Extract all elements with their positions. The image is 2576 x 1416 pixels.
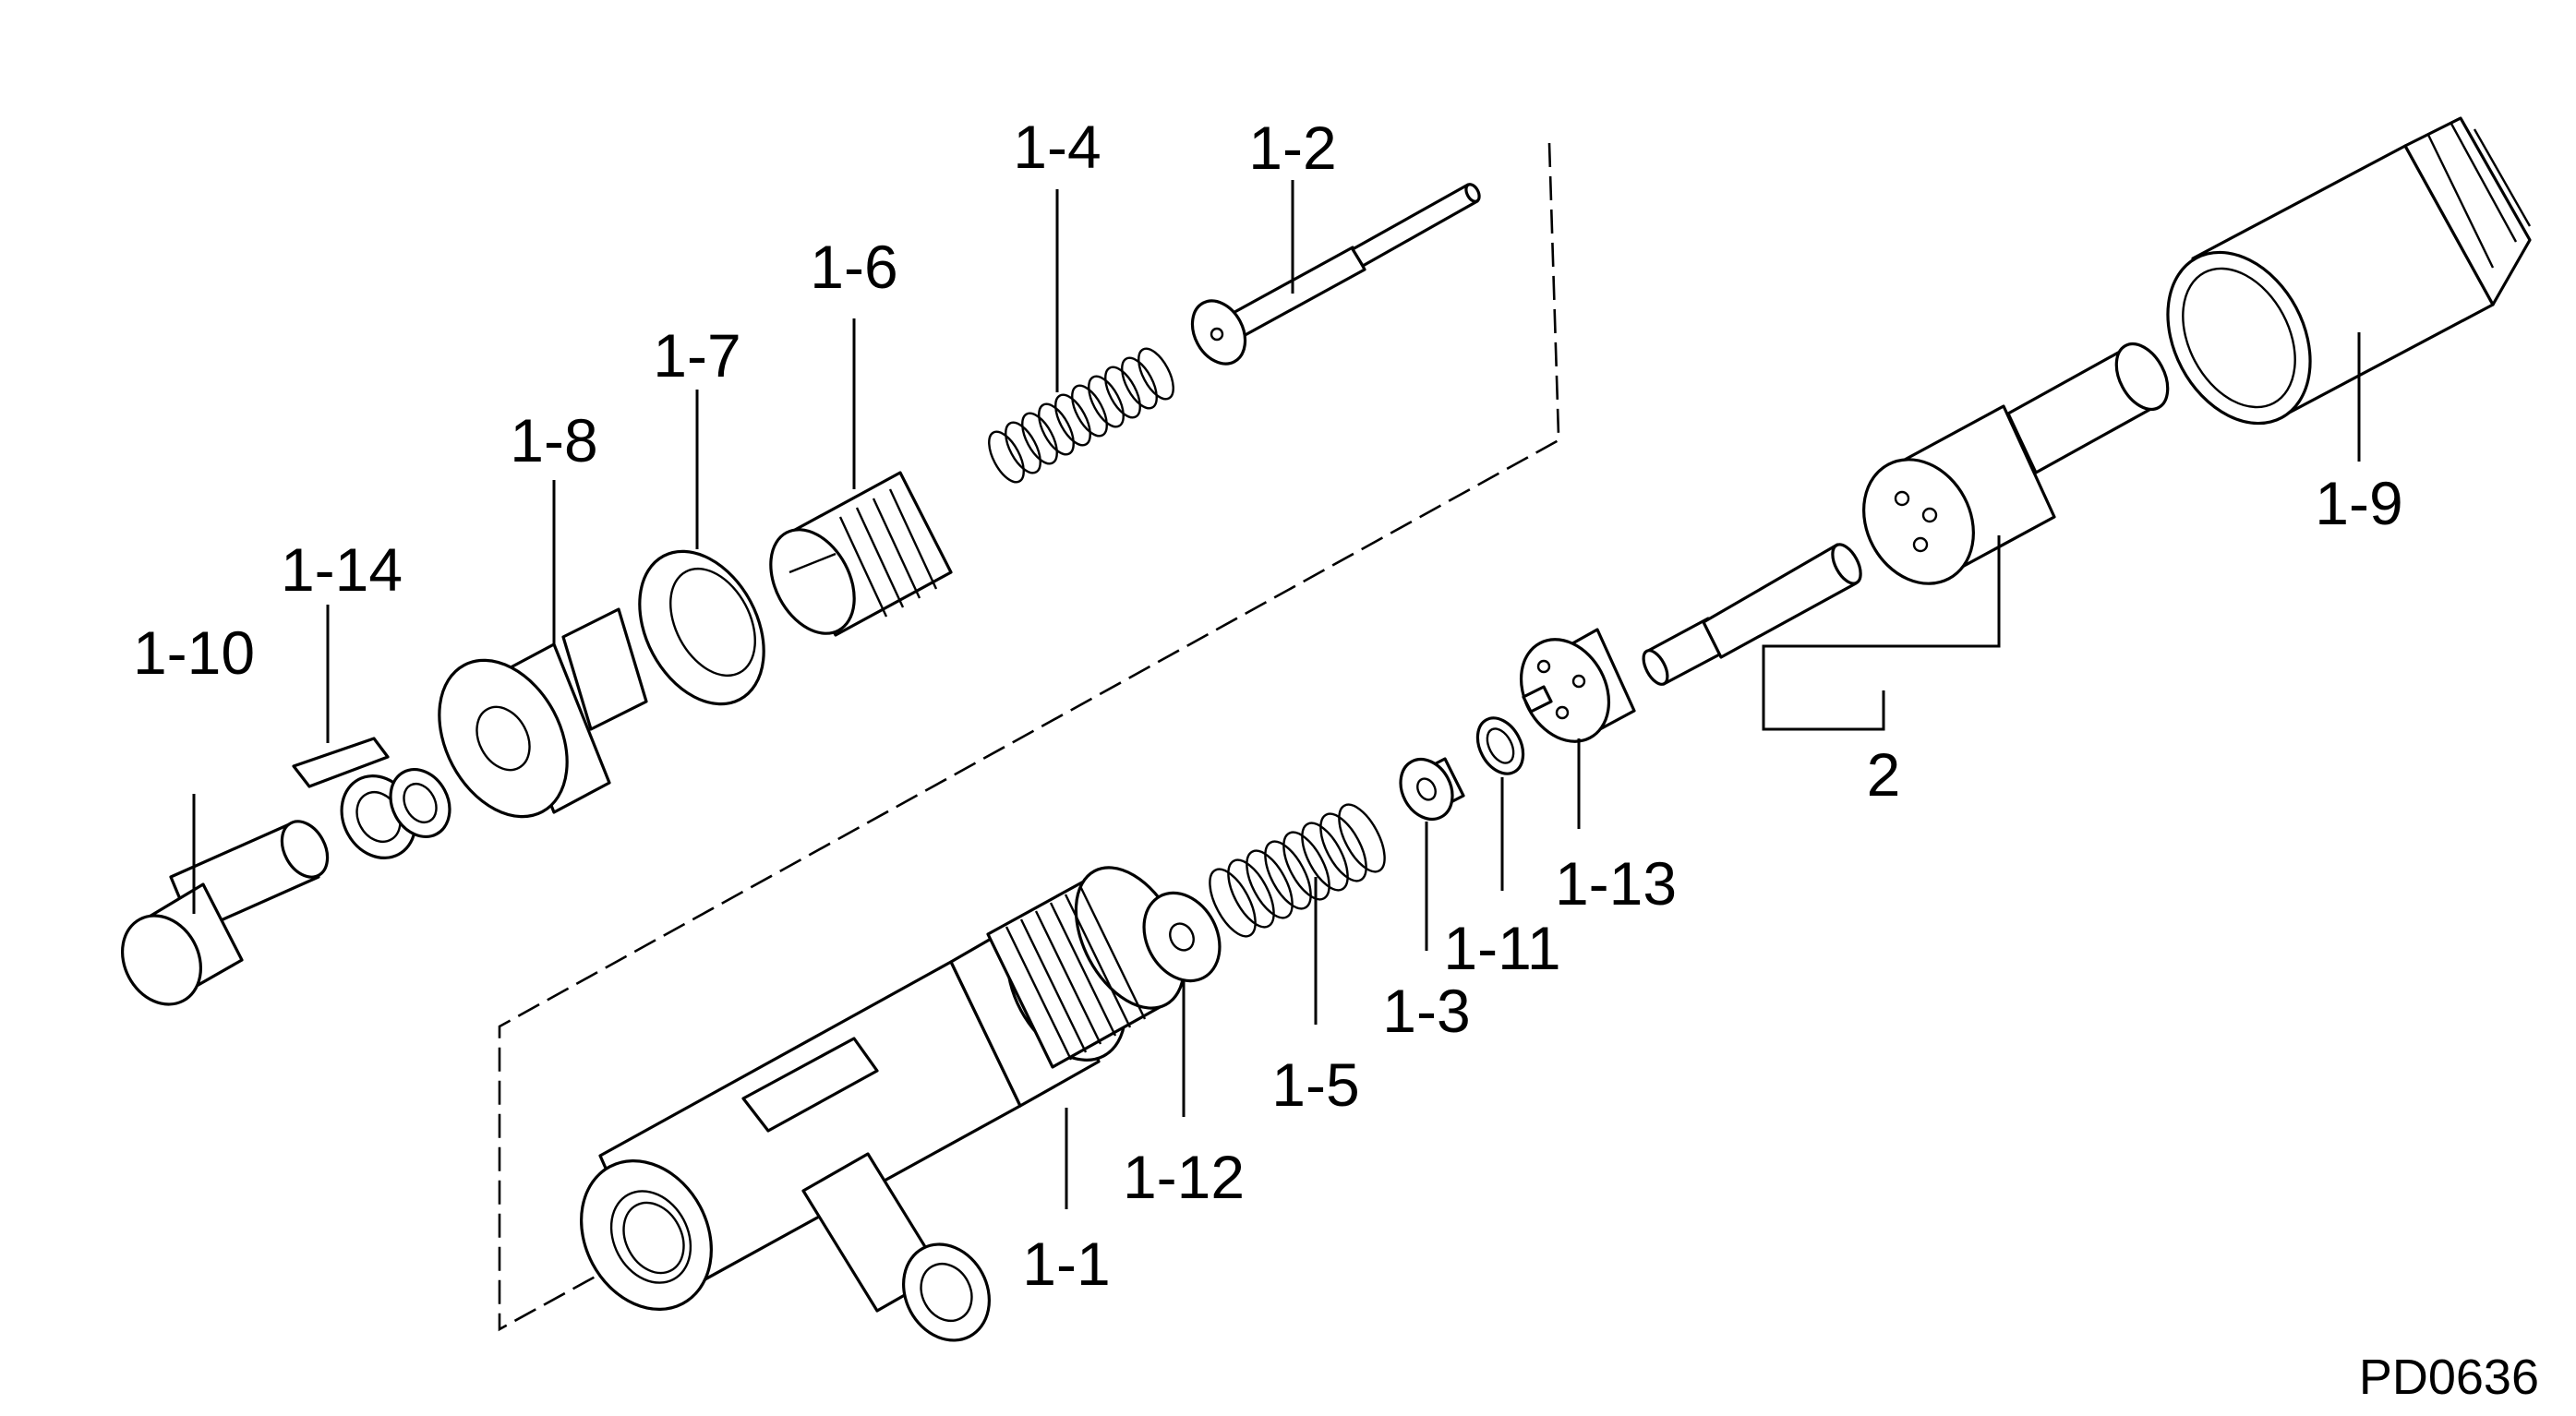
label-1-11: 1-11 bbox=[1443, 914, 1560, 982]
label-1-9: 1-9 bbox=[2315, 469, 2402, 537]
part-1-14-gasket bbox=[292, 737, 451, 859]
part-1-13-distance-piece bbox=[1519, 628, 1636, 743]
label-1-12: 1-12 bbox=[1123, 1143, 1245, 1211]
label-1-4: 1-4 bbox=[1013, 113, 1101, 181]
assembly-boundary bbox=[498, 142, 1560, 1332]
label-1-1: 1-1 bbox=[1022, 1230, 1110, 1298]
drawing-code: PD0636 bbox=[2359, 1350, 2539, 1405]
label-1-3: 1-3 bbox=[1382, 977, 1470, 1045]
label-2: 2 bbox=[1867, 740, 1901, 809]
label-1-14: 1-14 bbox=[281, 535, 403, 604]
part-1-2-push-rod bbox=[1190, 183, 1481, 366]
label-1-5: 1-5 bbox=[1271, 1050, 1359, 1119]
part-1-3-spring-seat bbox=[1399, 757, 1465, 822]
callout-labels: 1-1 1-2 1-3 1-4 1-5 1-6 1-7 1-8 1-9 1-10… bbox=[133, 113, 2403, 1298]
part-1-9-retaining-nut bbox=[2166, 116, 2532, 426]
label-1-8: 1-8 bbox=[510, 406, 597, 474]
label-1-6: 1-6 bbox=[810, 233, 897, 301]
label-1-10: 1-10 bbox=[133, 618, 255, 687]
label-1-2: 1-2 bbox=[1248, 114, 1336, 182]
part-1-11-o-ring bbox=[1475, 716, 1525, 775]
label-1-7: 1-7 bbox=[653, 321, 740, 390]
part-1-8-cap-nut bbox=[438, 607, 648, 819]
part-1-7-washer bbox=[638, 549, 765, 706]
part-1-4-spring bbox=[988, 347, 1174, 484]
part-1-5-spring bbox=[1209, 803, 1386, 938]
part-1-1-injector-body bbox=[580, 866, 1186, 1342]
leader-lines bbox=[192, 180, 2361, 1209]
part-2-nozzle-assembly bbox=[1642, 342, 2170, 686]
part-1-12-washer bbox=[1142, 891, 1222, 983]
label-1-13: 1-13 bbox=[1555, 849, 1677, 918]
part-1-6-adjusting-screw bbox=[769, 471, 953, 637]
part-1-10-eye-bolt bbox=[120, 820, 330, 1006]
